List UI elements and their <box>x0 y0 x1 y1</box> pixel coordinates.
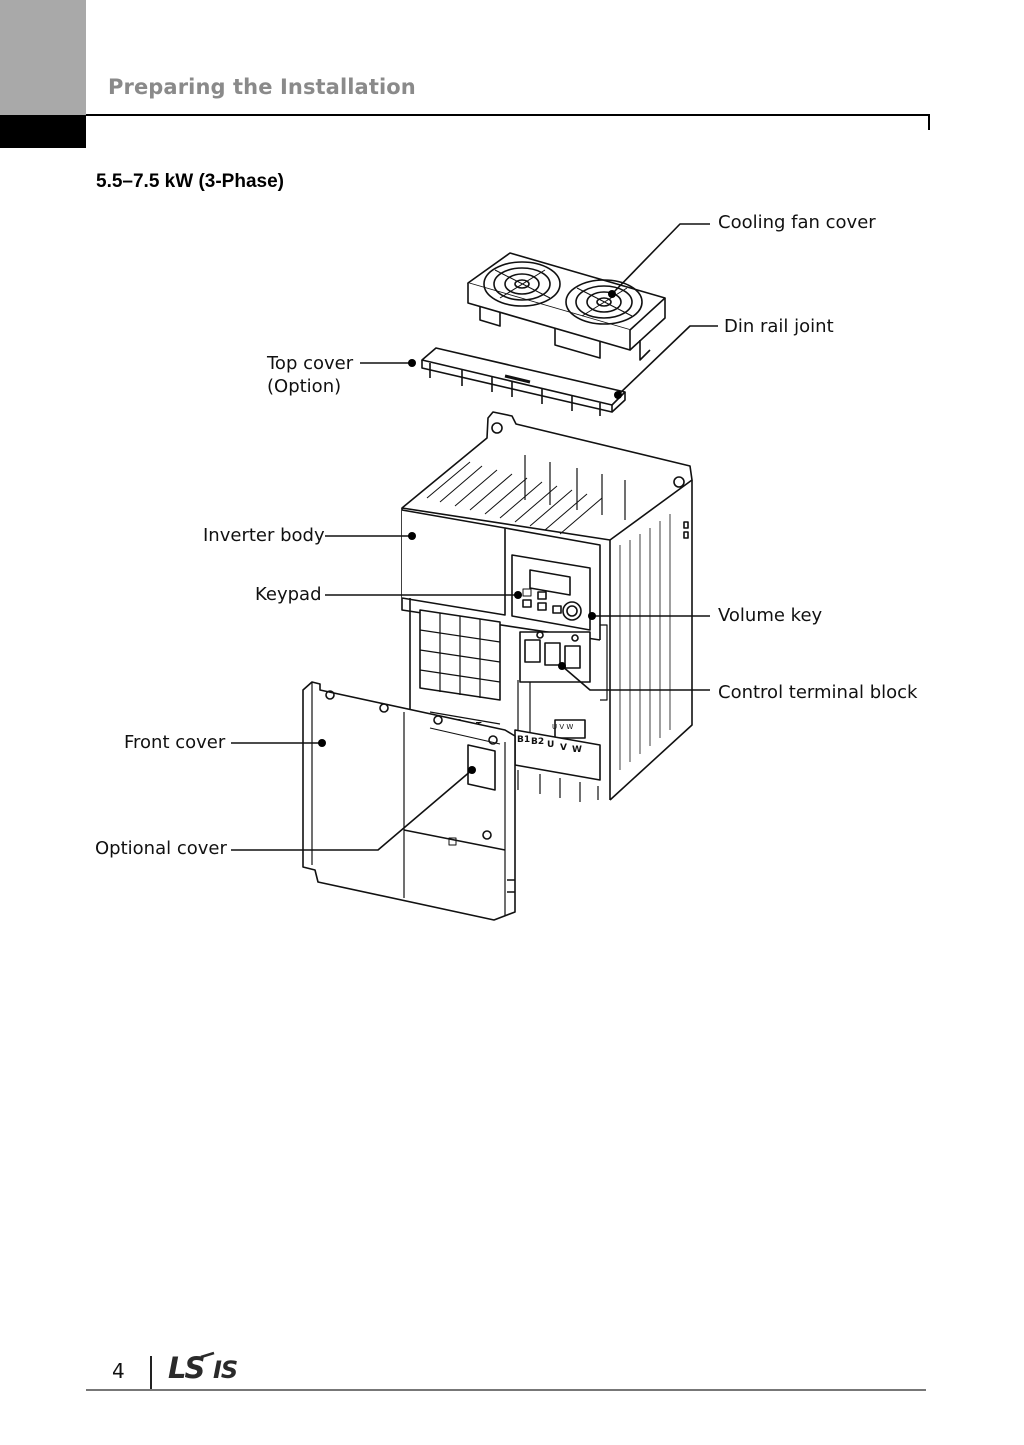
label-din-rail-joint: Din rail joint <box>724 316 834 337</box>
terminal-u: U <box>547 740 554 750</box>
label-control-terminal-block: Control terminal block <box>718 682 918 703</box>
svg-text:IS: IS <box>213 1356 237 1384</box>
label-inverter-body: Inverter body <box>203 525 325 546</box>
header-rule <box>86 114 930 116</box>
lsis-logo: LS IS <box>168 1351 258 1393</box>
label-optional-cover: Optional cover <box>95 838 227 859</box>
label-cooling-fan-cover: Cooling fan cover <box>718 212 876 233</box>
label-top-cover-option: (Option) <box>267 376 342 397</box>
footer-rule <box>86 1389 926 1391</box>
header-tab-black <box>0 115 86 148</box>
page-header-title: Preparing the Installation <box>108 75 416 99</box>
keypad-drawing <box>511 554 591 631</box>
front-cover-drawing <box>302 681 516 921</box>
terminal-b2: B2 <box>531 737 544 747</box>
terminal-w: W <box>572 745 582 755</box>
section-title: 5.5–7.5 kW (3-Phase) <box>96 171 284 192</box>
page-number: 4 <box>112 1359 125 1383</box>
label-volume-key: Volume key <box>718 605 823 626</box>
top-cover-drawing <box>421 347 626 416</box>
label-front-cover: Front cover <box>124 732 226 753</box>
control-terminal-block-drawing: R S T B1 B2 U V W U V W <box>409 598 608 802</box>
footer-separator <box>150 1356 152 1389</box>
lsis-logo-mark: LS IS <box>168 1351 238 1385</box>
terminal-b1: B1 <box>517 735 530 745</box>
label-keypad: Keypad <box>255 584 322 605</box>
svg-text:LS: LS <box>168 1351 204 1385</box>
cooling-fan-cover-drawing <box>467 252 666 361</box>
terminal-uvw-tag: U V W <box>552 723 573 731</box>
terminal-v: V <box>560 743 567 753</box>
header-rule-tick <box>928 114 930 130</box>
inverter-body-drawing <box>401 411 693 801</box>
leader-lines <box>231 223 718 851</box>
label-top-cover: Top cover <box>267 353 354 374</box>
header-tab-gray <box>0 0 86 115</box>
